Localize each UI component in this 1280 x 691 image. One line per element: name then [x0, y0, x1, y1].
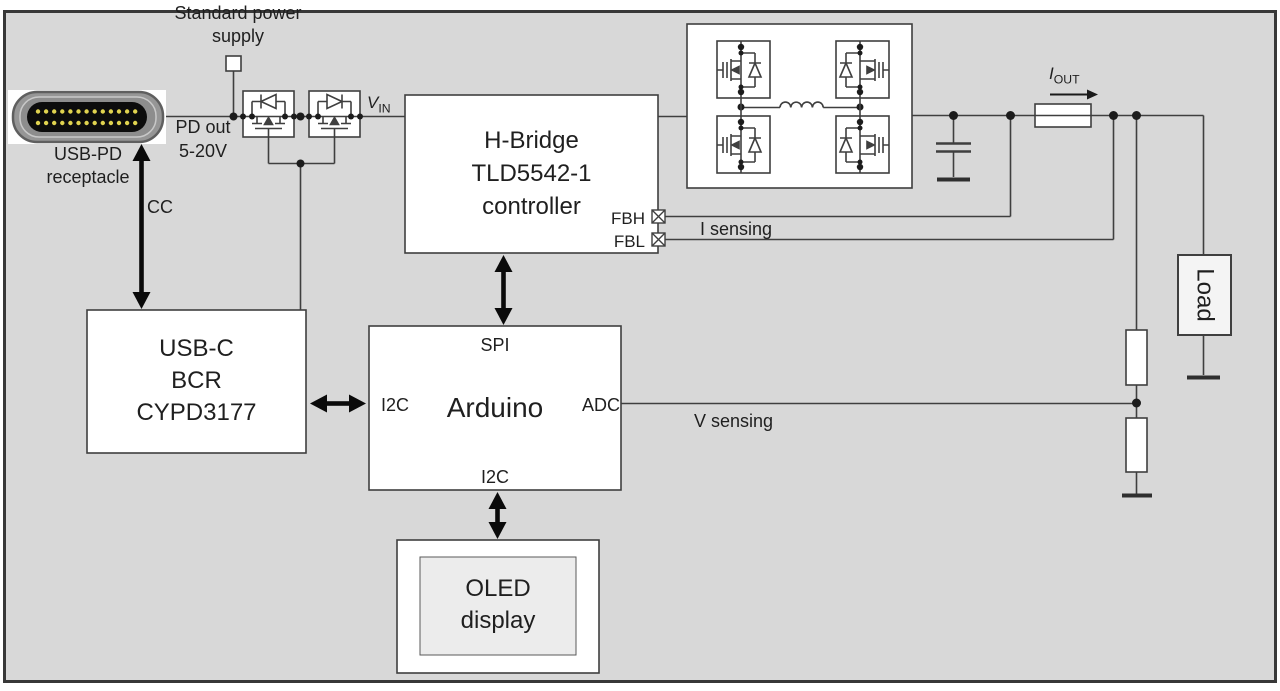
- iout-label: IOUT: [1049, 64, 1080, 87]
- divider-resistor-bottom: [1125, 417, 1148, 473]
- cc-label: CC: [147, 197, 173, 217]
- vin-label: VIN: [367, 93, 391, 116]
- i2c-bottom-port-label: I2C: [480, 467, 509, 487]
- usb-pins: [35, 109, 138, 126]
- power-supply-connector: [225, 55, 242, 72]
- oled-screen: [419, 556, 577, 656]
- output-capacitor: [936, 142, 971, 153]
- fbh-terminal: [651, 209, 666, 224]
- spi-arrow: [494, 255, 513, 325]
- i2c-arrow: [310, 394, 366, 413]
- hbridge-power-stage: [716, 40, 890, 174]
- junction-dots: [229, 43, 1141, 408]
- i2c-oled-arrow: [488, 492, 507, 539]
- fbl-pin-label: FBL: [613, 232, 645, 251]
- controller-title: H-Bridge TLD5542-1 controller: [471, 127, 592, 220]
- usb-receptacle-label: USB-PD receptacle: [46, 144, 130, 187]
- wire-fbh-isense: [665, 115, 1012, 218]
- divider-resistor-top: [1125, 329, 1148, 386]
- adc-port-label: ADC: [582, 395, 621, 415]
- i-sensing-label: I sensing: [700, 219, 773, 239]
- mosfet-cell-top-right: [835, 40, 890, 99]
- v-sensing-label: V sensing: [694, 411, 774, 431]
- mosfet-cell-bottom-right: [835, 115, 890, 174]
- usb-receptacle-image: [8, 90, 166, 144]
- controller-box: [404, 94, 659, 254]
- inductor: [741, 101, 860, 109]
- i2c-left-port-label: I2C: [381, 395, 410, 415]
- wire-output: [912, 114, 1205, 255]
- oled-title: OLED display: [460, 575, 536, 634]
- power-supply-label: Standard power supply: [174, 3, 302, 46]
- load-box: [1177, 254, 1232, 336]
- spi-port-label: SPI: [480, 335, 510, 355]
- bcr-box: [86, 309, 307, 454]
- wire-fbl-isense: [665, 115, 1115, 241]
- arduino-title: Arduino: [446, 392, 544, 423]
- mosfet-cell-top-left: [716, 40, 771, 99]
- cc-arrow: [132, 144, 151, 309]
- halfbridge-mid-rails: [740, 98, 861, 116]
- fbl-terminal: [651, 232, 666, 247]
- pd-out-label: PD out 5-20V: [175, 117, 231, 161]
- fbh-pin-label: FBH: [611, 209, 645, 228]
- arduino-box: [368, 325, 622, 491]
- load-title: Load: [1191, 268, 1219, 322]
- mosfet-cell-bottom-left: [716, 115, 771, 174]
- bcr-title: USB-C BCR CYPD3177: [136, 335, 257, 426]
- iout-arrow: [1050, 89, 1098, 100]
